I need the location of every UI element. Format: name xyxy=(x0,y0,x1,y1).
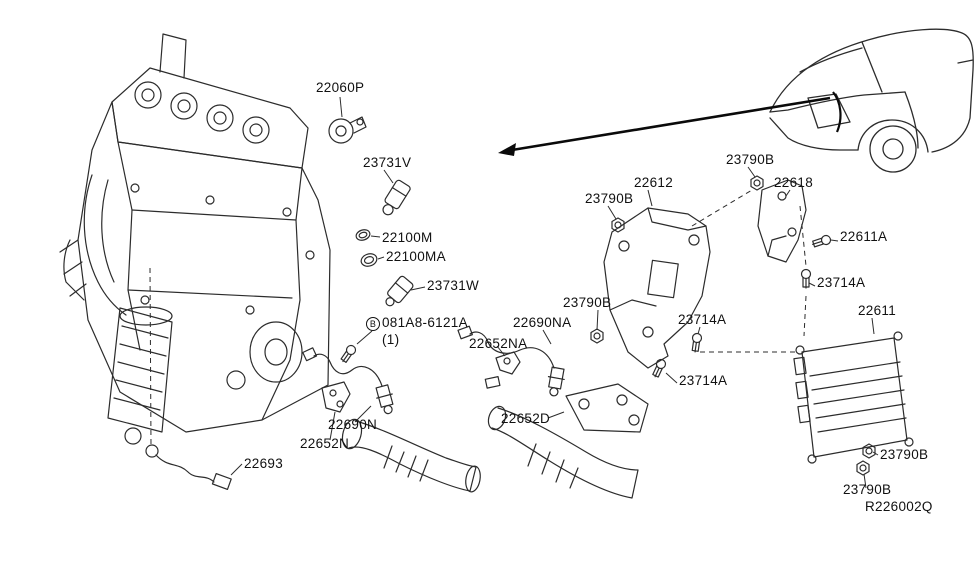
part-label-23731V[interactable]: 23731V xyxy=(363,155,412,170)
part-label-22690N[interactable]: 22690N xyxy=(328,417,378,432)
part-label-22618[interactable]: 22618 xyxy=(774,175,814,190)
leader-lines xyxy=(230,96,879,489)
part-label-text: 081A8-6121A xyxy=(382,315,468,330)
part-shape-081A8-bolt xyxy=(340,344,357,363)
bolt-22611A xyxy=(810,233,833,250)
part-label-23714A-2[interactable]: 23714A xyxy=(678,312,727,327)
part-label-23790B-1[interactable]: 23790B xyxy=(585,191,634,206)
part-label-23714A-1[interactable]: 23714A xyxy=(817,275,866,290)
part-label-22611A[interactable]: 22611A xyxy=(840,229,888,244)
part-shape-22693-harness xyxy=(145,444,232,490)
part-shape-22652N-bracket xyxy=(321,381,351,413)
part-label-22611[interactable]: 22611 xyxy=(858,303,897,318)
part-label-23714A-3[interactable]: 23714A xyxy=(679,373,728,388)
part-label-22060P[interactable]: 22060P xyxy=(316,80,365,95)
part-shape-22612-bracket xyxy=(603,207,711,369)
part-label-23790B-3[interactable]: 23790B xyxy=(563,295,612,310)
part-shape-22690NA-oxygen-sensor xyxy=(457,325,565,397)
part-label-23790B-5[interactable]: 23790B xyxy=(843,482,892,497)
part-shape-23731W-sensor xyxy=(385,275,414,307)
diagram-ref-code: R226002Q xyxy=(865,499,933,514)
dashed-reference-lines xyxy=(149,189,807,447)
part-shape-22611-ecm xyxy=(793,331,914,464)
engine-line-art xyxy=(59,33,331,445)
part-shape-23731V-crank-sensor xyxy=(382,179,411,216)
part-shape-22100MA-oring xyxy=(360,253,378,267)
bolt-23714A-2 xyxy=(689,332,703,354)
part-shape-22652D-bracket xyxy=(565,383,649,433)
part-label-22652N[interactable]: 22652N xyxy=(300,436,350,451)
part-shape-22060P-camshaft-sensor xyxy=(328,116,367,144)
bolt-23714A-1 xyxy=(800,268,812,289)
part-shape-22690N-oxygen-sensor xyxy=(302,347,394,415)
part-shape-22618-bracket xyxy=(757,179,807,263)
part-label-23731W[interactable]: 23731W xyxy=(427,278,480,293)
part-label-23790B-4[interactable]: 23790B xyxy=(880,447,929,462)
part-label-22100MA[interactable]: 22100MA xyxy=(386,249,446,264)
part-shape-22100M-oring xyxy=(355,229,371,241)
part-label-23790B-2[interactable]: 23790B xyxy=(726,152,775,167)
part-label-22612[interactable]: 22612 xyxy=(634,175,674,190)
quantity-label: (1) xyxy=(382,332,400,347)
bolt-icons xyxy=(650,233,833,380)
bolt-symbol-icon: B xyxy=(366,317,380,331)
part-shape-22652NA-clamp xyxy=(484,351,521,389)
vehicle-line-art xyxy=(769,28,974,173)
part-label-22100M[interactable]: 22100M xyxy=(382,230,433,245)
part-label-22652NA[interactable]: 22652NA xyxy=(469,336,528,351)
exhaust-pipes-art xyxy=(341,405,639,499)
part-label-22693[interactable]: 22693 xyxy=(244,456,284,471)
part-label-22690NA[interactable]: 22690NA xyxy=(513,315,572,330)
pointer-arrow xyxy=(498,91,842,156)
part-label-22652D[interactable]: 22652D xyxy=(501,411,551,426)
